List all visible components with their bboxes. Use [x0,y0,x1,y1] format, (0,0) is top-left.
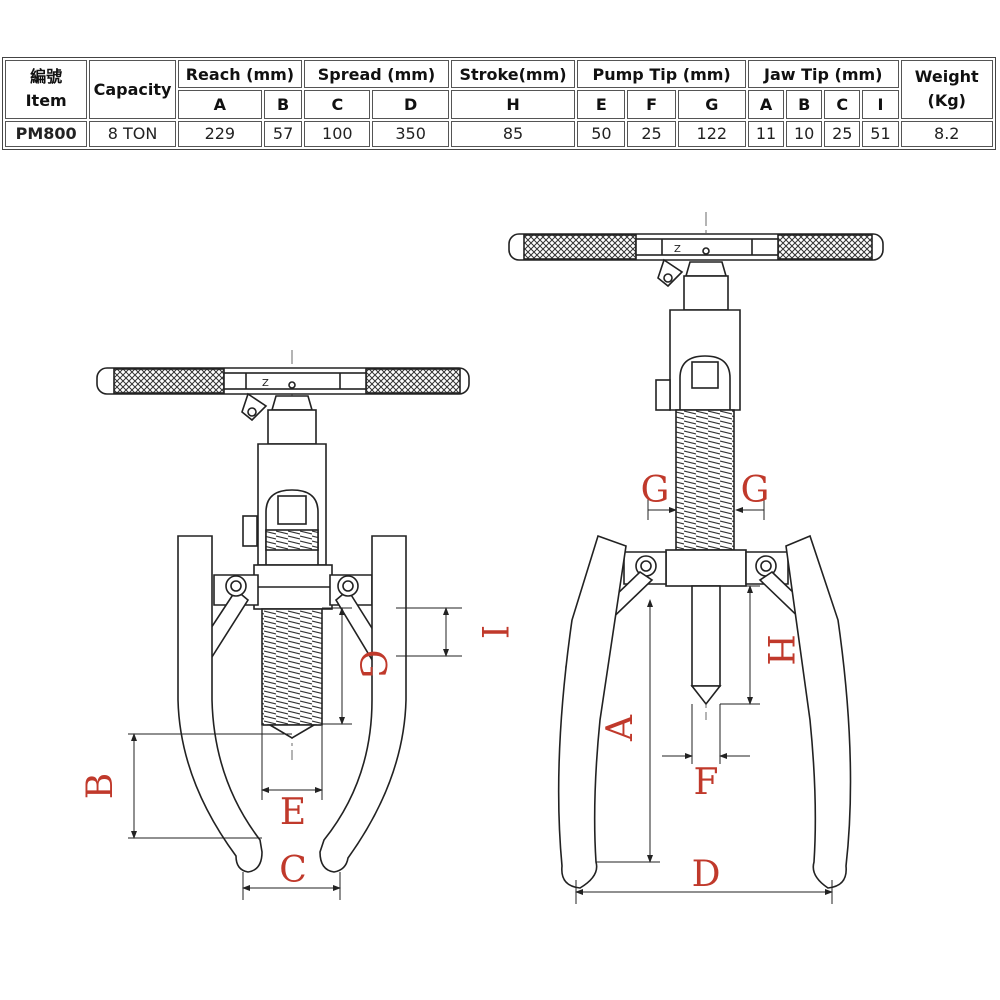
cell-value: 122 [677,120,746,147]
dim-label-D: D [692,854,721,895]
cell-value: 11 [747,120,785,147]
dim-label-H: H [759,634,800,665]
weight-header: Weight (Kg) [900,60,993,119]
cell-capacity: 8 TON [89,120,176,147]
dim-label-E: E [280,792,306,833]
cell-weight: 8.2 [900,120,993,147]
col-header: A [177,90,263,119]
group-header-stroke: Stroke(mm) [450,60,576,89]
cell-value: 100 [304,120,371,147]
cell-value: 25 [824,120,861,147]
col-header: C [824,90,861,119]
handle-mark-right: Z [674,244,681,255]
cell-value: 51 [862,120,899,147]
col-header: A [747,90,785,119]
col-header: F [627,90,676,119]
weight-header-label: Weight [914,67,979,87]
dim-label-A: A [600,714,641,742]
item-header-en: Item [25,91,67,111]
right-view: Z [508,212,884,889]
cell-value: 229 [177,120,263,147]
group-header-pump-tip: Pump Tip (mm) [577,60,746,89]
right-dimensions [575,498,833,904]
cell-value: 25 [627,120,676,147]
dim-label-G-right-1: G [641,470,670,511]
col-header: I [862,90,899,119]
col-header: H [450,90,576,119]
cell-value: 50 [577,120,626,147]
col-header: D [372,90,449,119]
left-view: Z [96,350,470,873]
left-dimensions [128,607,462,900]
cell-value: 57 [264,120,303,147]
cell-item: PM800 [5,120,88,147]
dim-label-G-left: G [351,650,392,679]
handle-left: Z [96,367,470,422]
table-row: PM800 8 TON 229 57 100 350 85 50 25 122 … [5,120,993,147]
col-header: G [677,90,746,119]
cell-value: 10 [786,120,823,147]
group-header-jaw-tip: Jaw Tip (mm) [747,60,899,89]
dim-label-B: B [80,773,121,799]
dim-label-I: I [473,625,514,639]
dim-label-G-right-2: G [741,470,770,511]
cell-value: 85 [450,120,576,147]
col-header: E [577,90,626,119]
item-header-zh: 編號 [30,67,63,87]
handle-right: Z [508,233,884,288]
group-header-spread: Spread (mm) [304,60,449,89]
handle-mark-left: Z [262,378,269,389]
group-header-reach: Reach (mm) [177,60,303,89]
dim-label-C: C [279,850,307,891]
capacity-header: Capacity [89,60,176,119]
spec-table: 編號 Item Capacity Reach (mm) Spread (mm) … [2,57,996,150]
col-header: B [786,90,823,119]
col-header: C [304,90,371,119]
weight-header-unit: (Kg) [927,91,966,111]
col-header: B [264,90,303,119]
dim-label-F: F [694,762,719,803]
cell-value: 350 [372,120,449,147]
item-header: 編號 Item [5,60,88,119]
